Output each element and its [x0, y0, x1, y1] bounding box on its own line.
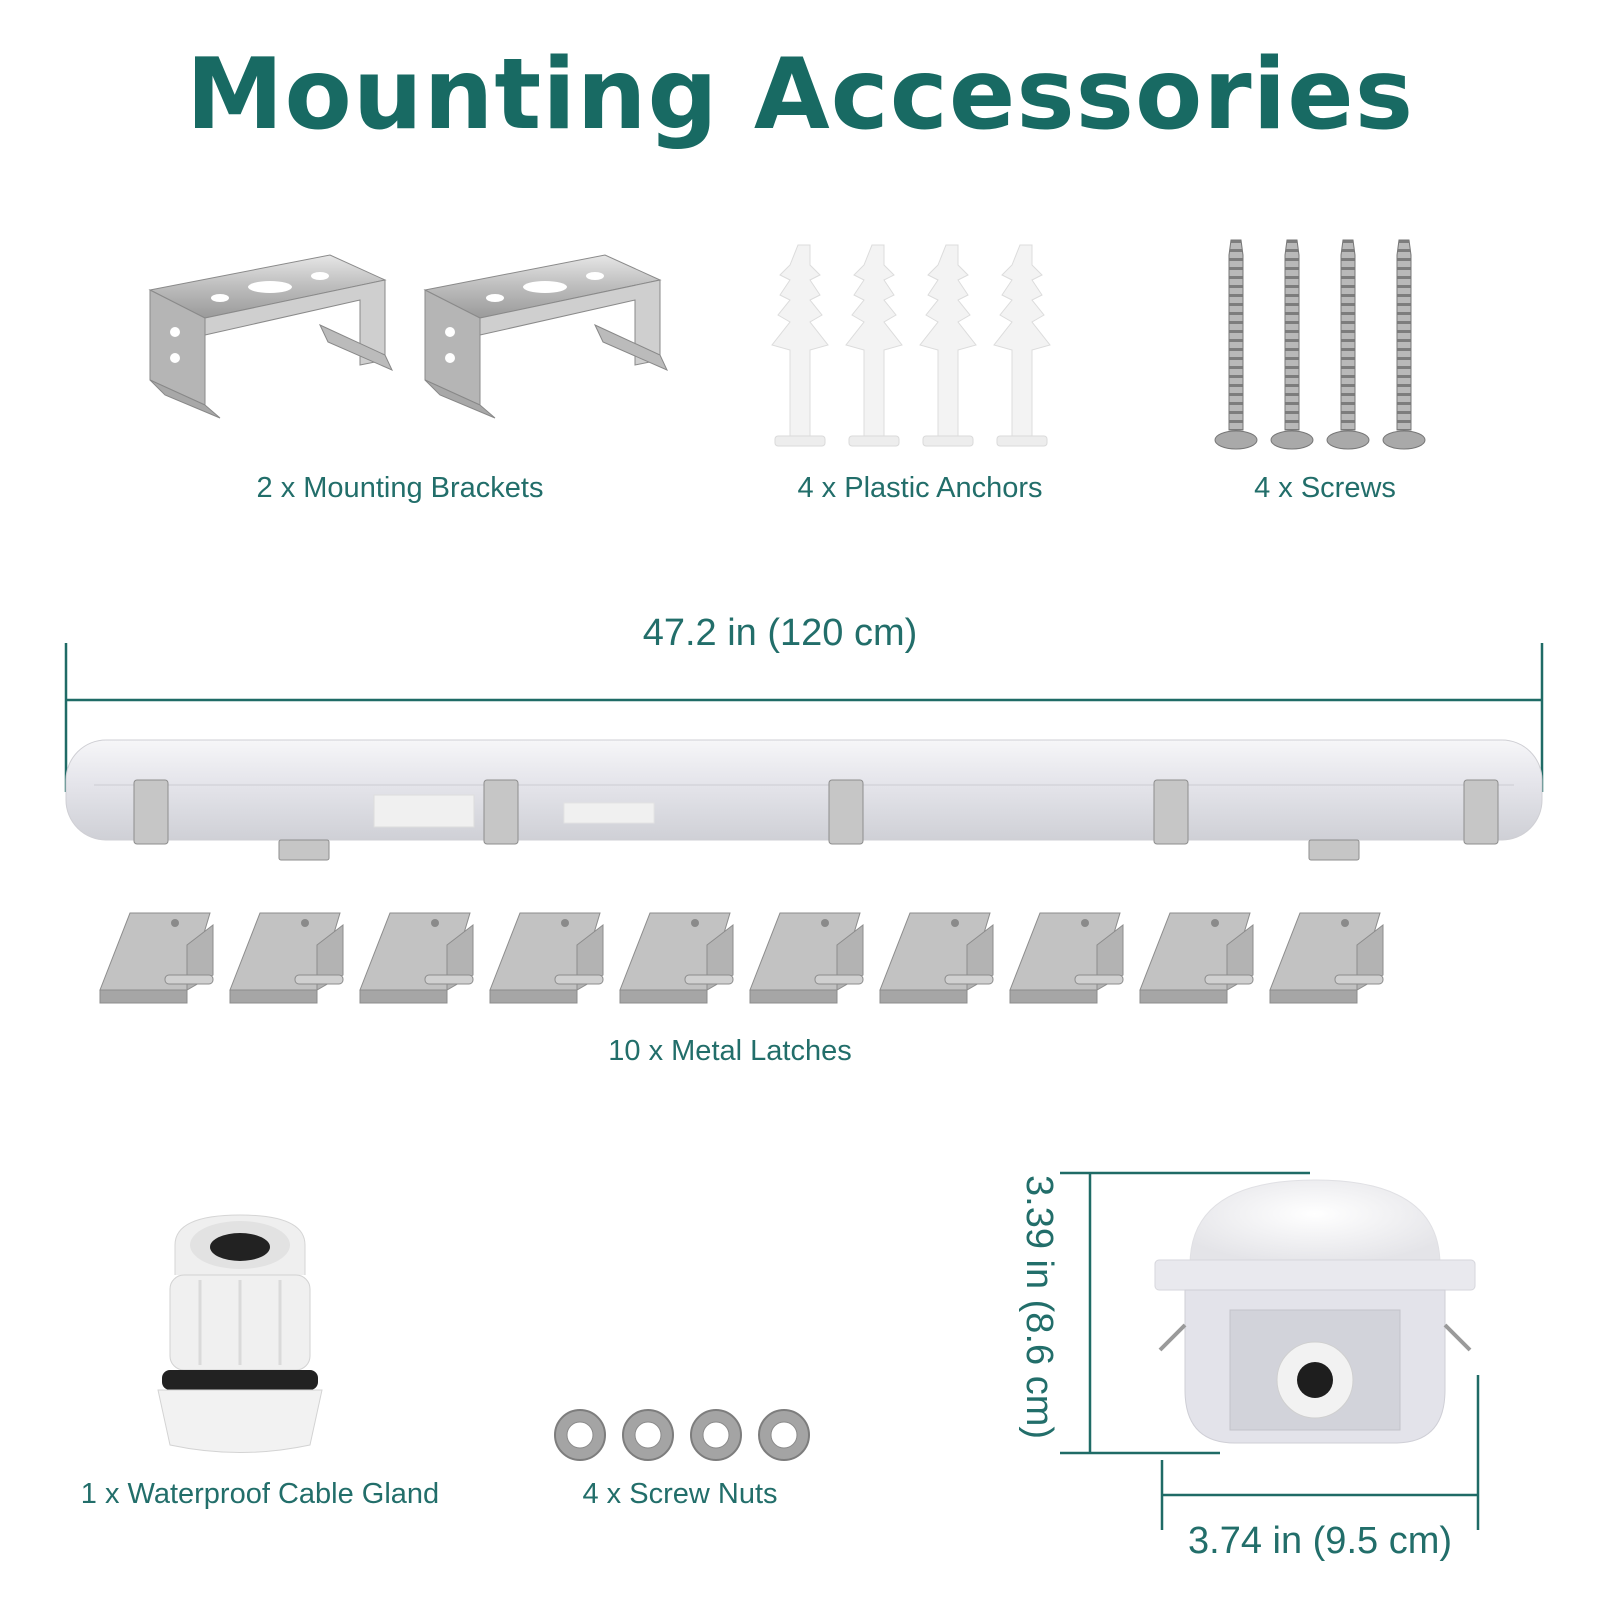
cable-gland-image — [157, 1214, 323, 1453]
fixture-latch — [483, 779, 519, 845]
anchors-caption: 4 x Plastic Anchors — [797, 472, 1043, 504]
brackets-caption: 2 x Mounting Brackets — [256, 472, 544, 504]
metal-latch-icon — [229, 912, 344, 1004]
light-fixture-image — [65, 739, 1543, 861]
fixture-label — [563, 802, 655, 824]
screw-nut-icon — [622, 1409, 674, 1461]
screw-icon — [1214, 239, 1258, 450]
screw-icon — [1382, 239, 1426, 450]
metal-latches-image — [99, 912, 1384, 1004]
plastic-anchor-icon — [919, 244, 977, 447]
metal-latch-icon — [1269, 912, 1384, 1004]
mounting-bracket-icon — [148, 254, 394, 419]
fixture-clip — [278, 839, 330, 861]
screw-nuts-caption: 4 x Screw Nuts — [582, 1478, 778, 1510]
screws-image — [1214, 239, 1426, 450]
screw-icon — [1270, 239, 1314, 450]
metal-latch-icon — [489, 912, 604, 1004]
screw-icon — [1326, 239, 1370, 450]
screw-nuts-image — [554, 1409, 810, 1461]
metal-latch-icon — [1009, 912, 1124, 1004]
screw-nut-icon — [758, 1409, 810, 1461]
screws-caption: 4 x Screws — [1254, 472, 1396, 504]
metal-latch-icon — [359, 912, 474, 1004]
plastic-anchor-icon — [993, 244, 1051, 447]
screw-nut-icon — [690, 1409, 742, 1461]
metal-latch-icon — [99, 912, 214, 1004]
mounting-bracket-icon — [423, 254, 669, 419]
fixture-latch — [1153, 779, 1189, 845]
plastic-anchor-icon — [771, 244, 829, 447]
metal-latch-icon — [879, 912, 994, 1004]
fixture-latch — [1463, 779, 1499, 845]
screw-nut-icon — [554, 1409, 606, 1461]
fixture-clip — [1308, 839, 1360, 861]
fixture-latch — [133, 779, 169, 845]
metal-latch-icon — [749, 912, 864, 1004]
cable-gland-caption: 1 x Waterproof Cable Gland — [80, 1478, 440, 1510]
metal-latch-icon — [1139, 912, 1254, 1004]
fixture-label — [373, 794, 475, 828]
height-dimension-label: 3.39 in (8.6 cm) — [1018, 1175, 1060, 1439]
width-dimension-label: 3.74 in (9.5 cm) — [1188, 1520, 1452, 1562]
end-view-image — [1154, 1179, 1476, 1444]
mounting-brackets-image — [148, 254, 669, 419]
fixture-latch — [828, 779, 864, 845]
cable-gland-icon — [157, 1214, 323, 1453]
plastic-anchors-image — [771, 244, 1051, 447]
plastic-anchor-icon — [845, 244, 903, 447]
latches-caption: 10 x Metal Latches — [608, 1035, 852, 1067]
page-title: Mounting Accessories — [185, 38, 1415, 152]
metal-latch-icon — [619, 912, 734, 1004]
length-dimension-label: 47.2 in (120 cm) — [642, 612, 918, 654]
